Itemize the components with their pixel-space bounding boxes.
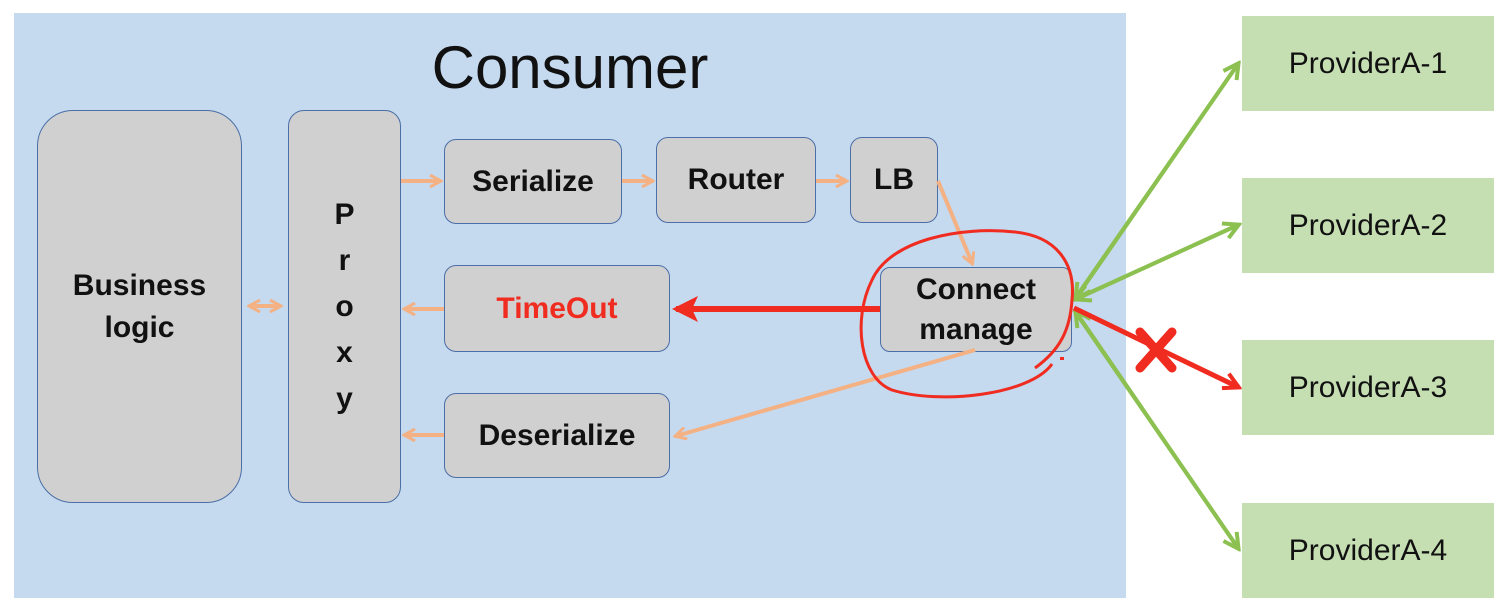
- business-logic-box: Business logic: [37, 110, 242, 503]
- serialize-box: Serialize: [444, 139, 622, 224]
- timeout-label: TimeOut: [496, 291, 618, 325]
- provider-a4-box: ProviderA-4: [1242, 503, 1494, 598]
- provider-label: ProviderA-3: [1288, 370, 1448, 404]
- proxy-letter: x: [336, 335, 353, 369]
- lb-box: LB: [850, 137, 938, 223]
- router-label: Router: [687, 163, 785, 196]
- router-box: Router: [656, 137, 816, 223]
- proxy-letter: y: [336, 381, 353, 415]
- connect-manage-line-2: manage: [919, 312, 1033, 346]
- timeout-box: TimeOut: [444, 265, 670, 352]
- deserialize-box: Deserialize: [444, 393, 670, 478]
- proxy-letter: P: [334, 197, 355, 231]
- provider-a1-box: ProviderA-1: [1242, 16, 1494, 111]
- business-logic-line-1: Business: [72, 268, 207, 302]
- proxy-letter: r: [338, 243, 351, 277]
- provider-label: ProviderA-2: [1288, 208, 1448, 242]
- serialize-label: Serialize: [472, 164, 594, 198]
- provider-label: ProviderA-4: [1288, 533, 1448, 567]
- deserialize-label: Deserialize: [478, 418, 636, 452]
- consumer-title: Consumer: [431, 34, 709, 101]
- connect-manage-box: Connect manage: [880, 267, 1072, 352]
- connect-manage-line-1: Connect: [916, 272, 1036, 306]
- failure-x-icon: [1135, 327, 1177, 373]
- proxy-box: P r o x y: [288, 110, 401, 503]
- provider-label: ProviderA-1: [1288, 46, 1448, 80]
- provider-a3-box: ProviderA-3: [1242, 340, 1494, 435]
- lb-label: LB: [874, 163, 914, 196]
- proxy-letter: o: [335, 289, 354, 323]
- business-logic-line-2: logic: [104, 310, 175, 344]
- provider-a2-box: ProviderA-2: [1242, 178, 1494, 273]
